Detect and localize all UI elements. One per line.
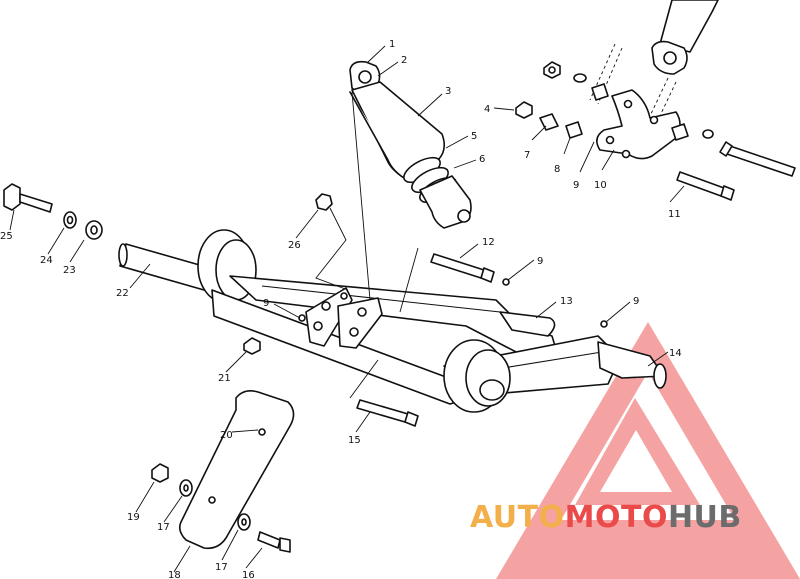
callout-14: 14: [669, 348, 682, 359]
callout-23: 23: [63, 265, 76, 276]
callout-4: 4: [484, 104, 490, 115]
callout-17-upper: 17: [157, 522, 170, 533]
watermark-moto: MOTO: [565, 500, 668, 535]
watermark-auto: AUTO: [470, 500, 565, 535]
callout-11: 11: [668, 209, 681, 220]
callout-15: 15: [348, 435, 361, 446]
shock-absorber: [349, 60, 472, 229]
callout-2: 2: [401, 55, 407, 66]
link-arm: [151, 390, 295, 553]
callout-13: 13: [560, 296, 573, 307]
svg-text:AUTOMOTOHUB: AUTOMOTOHUB: [470, 500, 742, 535]
callout-17-lower: 17: [215, 562, 228, 573]
callout-21: 21: [218, 373, 231, 384]
upper-shock-body: [651, 0, 719, 75]
callout-labels: 1 2 3 4 5 6 7 8 9 10 11 12 9 13 9 14 26 …: [0, 39, 682, 579]
callout-9-upper: 9: [537, 256, 543, 267]
callout-9-left: 9: [263, 298, 269, 309]
callout-25: 25: [0, 231, 13, 242]
watermark-wordmark: AUTOMOTOHUB: [470, 500, 742, 535]
callout-26: 26: [288, 240, 301, 251]
callout-3: 3: [445, 86, 451, 97]
leader-lines: [9, 45, 685, 573]
callout-6: 6: [479, 154, 485, 165]
callout-22: 22: [116, 288, 129, 299]
callout-10: 10: [594, 180, 607, 191]
callout-1: 1: [389, 39, 395, 50]
callout-16: 16: [242, 570, 255, 579]
callout-7: 7: [524, 150, 530, 161]
callout-24: 24: [40, 255, 53, 266]
callout-9-bracket: 9: [573, 180, 579, 191]
watermark-logo: [496, 322, 800, 579]
pivot-bolt-set: [3, 183, 103, 240]
callout-9-right: 9: [633, 296, 639, 307]
callout-20: 20: [220, 430, 233, 441]
callout-19: 19: [127, 512, 140, 523]
callout-18: 18: [168, 570, 181, 579]
mounting-bracket: [515, 43, 796, 201]
callout-8: 8: [554, 164, 560, 175]
watermark-hub: HUB: [668, 500, 742, 535]
callout-12: 12: [482, 237, 495, 248]
callout-5: 5: [471, 131, 477, 142]
swing-arm: [118, 193, 667, 427]
